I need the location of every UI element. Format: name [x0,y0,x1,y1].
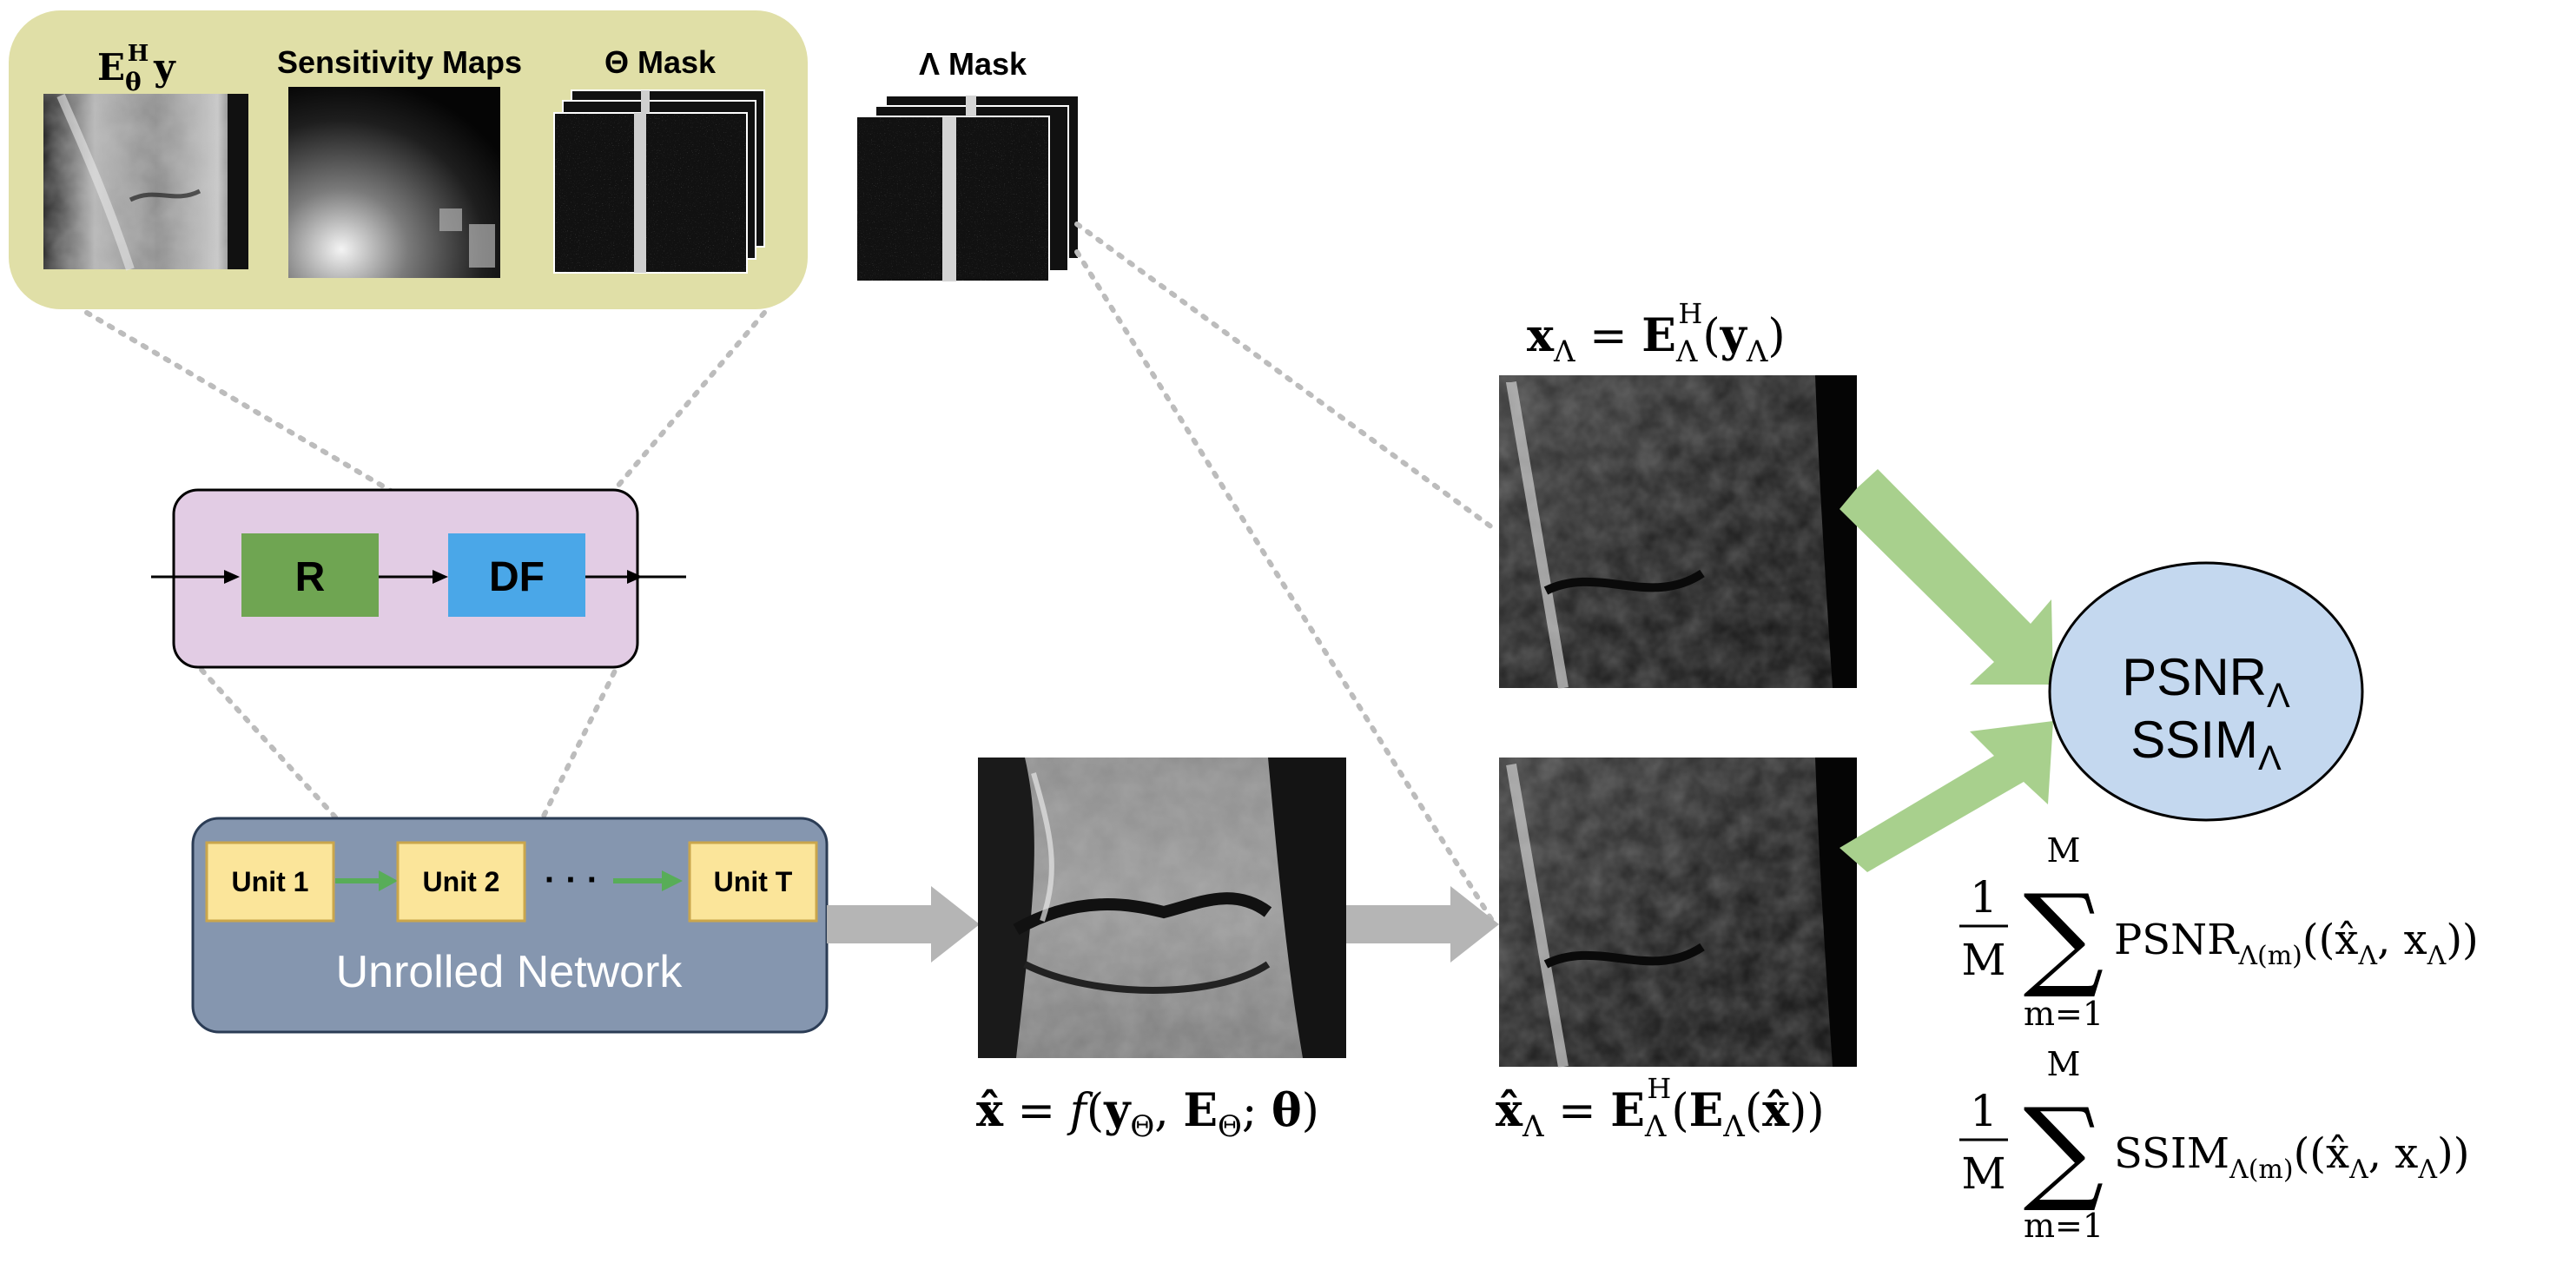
df-block [448,533,585,617]
unit-block: R DF [151,488,686,669]
x-lambda-equation: xΛ = EΛH(yΛ) [1527,297,1786,369]
lambda-mask-label: Λ Mask [919,46,1027,82]
r-label: R [295,554,326,600]
ssim-sum-lower: m=1 [2024,1207,2104,1245]
ssim-frac-num: 1 [1970,1086,1998,1136]
adjoint-image [43,93,248,271]
psnr-sum-upper: M [2047,831,2081,870]
metrics-circle: PSNRΛ SSIMΛ [2048,561,2364,822]
sensitivity-image [288,87,500,278]
psnr-sigma: ∑ [2024,870,2104,1002]
reconstruction-image [978,758,1346,1058]
psnr-label: PSNRΛ [2122,648,2290,715]
ssim-sigma: ∑ [2024,1083,2104,1215]
ssim-sum-formula: 1 M M ∑ m=1 SSIMΛ(m)((x̂Λ, xΛ)) [1959,1045,2469,1245]
x-hat-lambda-image [1499,758,1857,1069]
unit-2-label: Unit 2 [423,866,500,897]
x-lambda-image [1499,375,1857,690]
theta-mask-label: Θ Mask [604,44,717,80]
theta-mask-stack [553,89,765,274]
sensitivity-label: Sensitivity Maps [277,44,522,80]
x-hat-lambda-equation: x̂Λ = EΛH(EΛ(x̂)) [1496,1072,1825,1144]
gray-arrows [827,886,1499,963]
unit-t-label: Unit T [714,866,793,897]
unrolled-network: Unit 1 Unit 2 · · · Unit T Unrolled Netw… [191,817,829,1034]
ssim-label: SSIMΛ [2130,711,2282,777]
psnr-frac-num: 1 [1970,872,1998,923]
psnr-sum-formula: 1 M M ∑ m=1 PSNRΛ(m)((x̂Λ, xΛ)) [1959,831,2479,1033]
ssim-sum-term: SSIMΛ(m)((x̂Λ, xΛ)) [2114,1129,2469,1185]
unit-1-label: Unit 1 [232,866,309,897]
metric-arrows [1840,469,2053,872]
psnr-frac-den: M [1961,935,2005,985]
r-block [241,533,379,617]
network-ellipsis: · · · [545,861,598,899]
psnr-sum-lower: m=1 [2024,995,2104,1033]
lambda-mask: Λ Mask [855,46,1080,282]
df-label: DF [489,554,545,600]
unit-1-box [205,841,335,923]
x-hat-equation: x̂ = f(yΘ, EΘ; θ) [976,1084,1319,1144]
ssim-frac-den: M [1961,1148,2005,1199]
unit-t-box [688,841,818,923]
unit-2-box [396,841,526,923]
ssim-sum-upper: M [2047,1045,2081,1083]
network-title: Unrolled Network [336,947,684,997]
psnr-sum-term: PSNRΛ(m)((x̂Λ, xΛ)) [2114,916,2479,971]
